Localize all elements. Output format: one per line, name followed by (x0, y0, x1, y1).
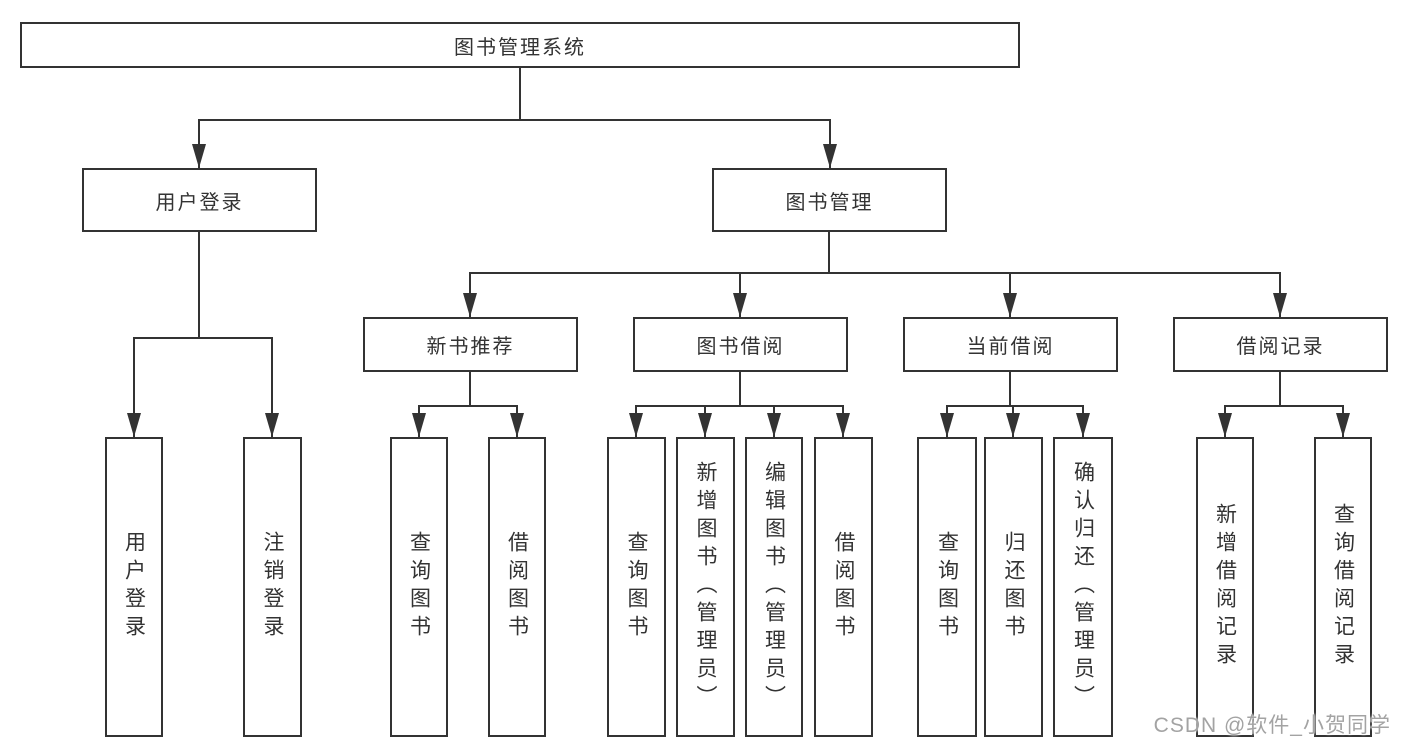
node-label: 图书管理 (785, 191, 874, 214)
arrow-down-icon (1218, 413, 1232, 437)
node-label: 图书借阅 (696, 336, 785, 358)
node-label: 注销登录 (261, 531, 284, 643)
node-label: 新增图书（管理员） (694, 461, 717, 713)
node-nbr-borrow: 借阅图书 (488, 437, 546, 737)
node-label: 借阅记录 (1236, 336, 1325, 358)
connector-line-horizontal (469, 272, 1281, 274)
connector-line-horizontal (946, 405, 1084, 407)
node-bb-edit: 编辑图书（管理员） (745, 437, 803, 737)
connector-line-vertical (198, 232, 200, 338)
arrow-down-icon (698, 413, 712, 437)
arrow-down-icon (767, 413, 781, 437)
node-label: 查询图书 (935, 531, 959, 643)
node-label: 查询图书 (407, 531, 431, 643)
node-label: 确认归还（管理员） (1071, 461, 1095, 713)
node-user-login: 用户登录 (82, 168, 317, 232)
arrow-down-icon (510, 413, 524, 437)
connector-line-vertical (133, 337, 135, 437)
arrow-down-icon (463, 293, 477, 317)
arrow-down-icon (1076, 413, 1090, 437)
node-book-mgmt: 图书管理 (712, 168, 947, 232)
node-label: 归还图书 (1002, 531, 1025, 643)
node-label: 查询图书 (625, 531, 648, 643)
node-label: 当前借阅 (966, 336, 1055, 358)
node-bb-query: 查询图书 (607, 437, 666, 737)
arrow-down-icon (192, 144, 206, 168)
arrow-down-icon (127, 413, 141, 437)
connector-line-horizontal (635, 405, 844, 407)
node-label: 用户登录 (122, 531, 146, 643)
node-label: 编辑图书（管理员） (762, 461, 786, 713)
connector-line-vertical (469, 372, 471, 407)
node-root: 图书管理系统 (20, 22, 1020, 68)
node-label: 新增借阅记录 (1213, 503, 1237, 671)
node-cb-return: 归还图书 (984, 437, 1043, 737)
connector-line-vertical (1009, 372, 1011, 407)
connector-line-horizontal (199, 119, 831, 121)
arrow-down-icon (629, 413, 643, 437)
node-label: 借阅图书 (505, 531, 529, 643)
node-br-query: 查询借阅记录 (1314, 437, 1372, 737)
connector-line-vertical (829, 119, 831, 168)
node-label: 用户登录 (155, 191, 244, 214)
connector-line-vertical (519, 68, 521, 120)
node-book-borrow: 图书借阅 (633, 317, 848, 372)
node-label: 新书推荐 (426, 336, 515, 358)
connector-line-vertical (739, 372, 741, 407)
arrow-down-icon (733, 293, 747, 317)
arrow-down-icon (836, 413, 850, 437)
watermark: CSDN @软件_小贺同学 (1153, 714, 1391, 737)
node-new-book-rec: 新书推荐 (363, 317, 578, 372)
node-user-login-sub: 用户登录 (105, 437, 163, 737)
node-label: 图书管理系统 (454, 36, 586, 59)
connector-line-vertical (828, 232, 830, 274)
node-bb-add: 新增图书（管理员） (676, 437, 735, 737)
arrow-down-icon (1336, 413, 1350, 437)
arrow-down-icon (940, 413, 954, 437)
connector-line-horizontal (418, 405, 518, 407)
node-current-borrow: 当前借阅 (903, 317, 1118, 372)
connector-line-vertical (271, 337, 273, 437)
node-cb-query: 查询图书 (917, 437, 977, 737)
arrow-down-icon (412, 413, 426, 437)
node-borrow-records: 借阅记录 (1173, 317, 1388, 372)
arrow-down-icon (265, 413, 279, 437)
connector-line-vertical (198, 119, 200, 168)
node-logout: 注销登录 (243, 437, 302, 737)
arrow-down-icon (1003, 293, 1017, 317)
arrow-down-icon (1273, 293, 1287, 317)
node-label: 查询借阅记录 (1331, 503, 1355, 671)
node-bb-borrow: 借阅图书 (814, 437, 873, 737)
connector-line-horizontal (133, 337, 273, 339)
node-br-add: 新增借阅记录 (1196, 437, 1254, 737)
connector-line-vertical (1279, 372, 1281, 407)
arrow-down-icon (1006, 413, 1020, 437)
arrow-down-icon (823, 144, 837, 168)
node-label: 借阅图书 (832, 531, 855, 643)
node-nbr-query: 查询图书 (390, 437, 448, 737)
node-cb-confirm: 确认归还（管理员） (1053, 437, 1113, 737)
connector-line-horizontal (1224, 405, 1344, 407)
